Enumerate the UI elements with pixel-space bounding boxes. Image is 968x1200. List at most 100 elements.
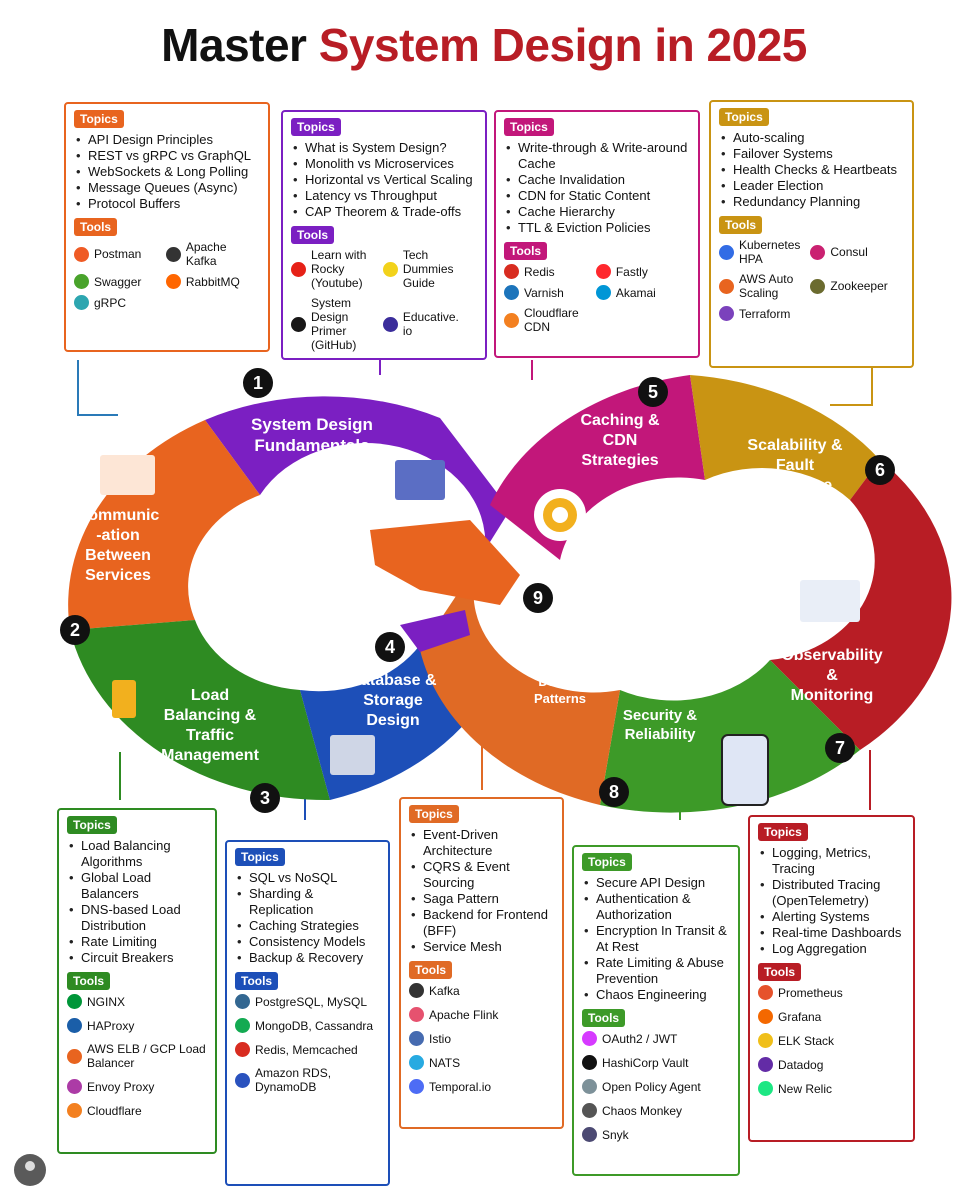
topic-item: Sharding & Replication [235,886,380,918]
tool-name: Varnish [524,285,564,300]
step-number-6: 6 [865,455,895,485]
topics-tag: Topics [582,853,632,871]
topics-list: What is System Design?Monolith vs Micros… [291,140,477,220]
topic-item: Rate Limiting [67,934,207,950]
topics-tag: Topics [758,823,808,841]
tool-item: OAuth2 / JWT [582,1031,730,1046]
topic-item: Event-Driven Architecture [409,827,554,859]
rabbitmq-icon [165,274,181,289]
flink-icon [409,1007,424,1022]
terraform-icon [719,306,734,321]
avatar[interactable] [14,1154,46,1186]
mongodb-icon [235,1018,250,1033]
segment-scalability-shape [690,375,880,500]
tool-name: System Design Primer (GitHub) [311,296,357,352]
topics-tag: Topics [719,108,769,126]
tool-item: ELK Stack [758,1033,905,1048]
dashboard-icon [800,580,860,622]
jwt-icon [582,1031,597,1046]
svg-text:7: 7 [835,738,845,758]
redis-icon [235,1042,250,1057]
segment-communication-shape [68,420,260,630]
topic-item: SQL vs NoSQL [235,870,380,886]
tool-name: Zookeeper [830,279,888,293]
tech-dummies-icon [382,261,398,277]
topic-item: Consistency Models [235,934,380,950]
tool-name: Prometheus [778,985,843,1000]
tool-name: AWS ELB / GCP Load Balancer [87,1042,206,1070]
tool-name: Swagger [94,274,142,289]
topic-item: CAP Theorem & Trade-offs [291,204,477,220]
step-number-8: 8 [599,777,629,807]
topic-item: Load Balancing Algorithms [67,838,207,870]
topic-item: Chaos Engineering [582,987,730,1003]
svg-text:1: 1 [253,373,263,393]
topic-item: Message Queues (Async) [74,180,260,196]
topic-item: Latency vs Throughput [291,188,477,204]
topic-item: Failover Systems [719,146,904,162]
postman-icon [74,246,89,262]
svg-text:5: 5 [648,382,658,402]
opa-icon [582,1079,597,1094]
tool-item: NGINX [67,994,207,1009]
topics-tag: Topics [291,118,341,136]
fastly-icon [595,264,611,279]
tool-item: Cloudflare [67,1103,207,1118]
topic-item: CQRS & Event Sourcing [409,859,554,891]
tool-item: Tech Dummies Guide [382,248,465,290]
elk-icon [758,1033,773,1048]
tools-tag: Tools [67,972,111,990]
topics-list: Logging, Metrics, TracingDistributed Tra… [758,845,905,957]
topic-item: WebSockets & Long Polling [74,164,260,180]
caching-card: TopicsWrite-through & Write-around Cache… [494,110,700,358]
page-title: Master System Design in 2025 [161,19,807,71]
step-number-4: 4 [375,632,405,662]
svg-text:8: 8 [609,782,619,802]
tool-item: Grafana [758,1009,905,1024]
amazon-rds-icon [235,1072,250,1088]
tool-item: Postman [74,240,156,268]
istio-icon [409,1031,424,1046]
topics-tag: Topics [409,805,459,823]
topic-item: API Design Principles [74,132,260,148]
tool-item: Snyk [582,1127,730,1142]
topic-item: Secure API Design [582,875,730,891]
database-card: TopicsSQL vs NoSQLSharding & Replication… [225,840,390,1186]
tool-item: MongoDB, Cassandra [235,1018,380,1033]
aws-elb-icon [67,1048,82,1064]
tool-name: Temporal.io [429,1079,492,1094]
nats-icon [409,1055,424,1070]
tool-name: New Relic [778,1081,833,1096]
tool-name: AWS Auto Scaling [739,272,794,300]
educative-icon [382,316,398,332]
step-number-9: 9 [523,583,553,613]
tools-tag: Tools [291,226,335,244]
svg-text:9: 9 [533,588,543,608]
haproxy-icon [67,1018,82,1033]
patterns-card: TopicsEvent-Driven ArchitectureCQRS & Ev… [399,797,564,1129]
topics-list: Event-Driven ArchitectureCQRS & Event So… [409,827,554,955]
grafana-icon [758,1009,773,1024]
tool-name: Learn with Rocky (Youtube) [311,248,367,290]
topics-tag: Topics [235,848,285,866]
tools-tag: Tools [74,218,118,236]
tool-item: Kafka [409,983,554,998]
topic-item: Alerting Systems [758,909,905,925]
tools-tag: Tools [582,1009,626,1027]
load-balancing-card: TopicsLoad Balancing AlgorithmsGlobal Lo… [57,808,217,1154]
step-number-2: 2 [60,615,90,645]
tool-item: Swagger [74,274,156,289]
topic-item: REST vs gRPC vs GraphQL [74,148,260,164]
topics-list: API Design PrinciplesREST vs gRPC vs Gra… [74,132,260,212]
tool-name: Kubernetes HPA [739,238,801,266]
tool-name: Envoy Proxy [87,1079,155,1094]
tool-item: Learn with Rocky (Youtube) [291,248,373,290]
topic-item: Cache Invalidation [504,172,690,188]
tool-item: AWS Auto Scaling [719,272,800,300]
tool-name: Fastly [615,264,648,279]
topics-list: Auto-scalingFailover SystemsHealth Check… [719,130,904,210]
